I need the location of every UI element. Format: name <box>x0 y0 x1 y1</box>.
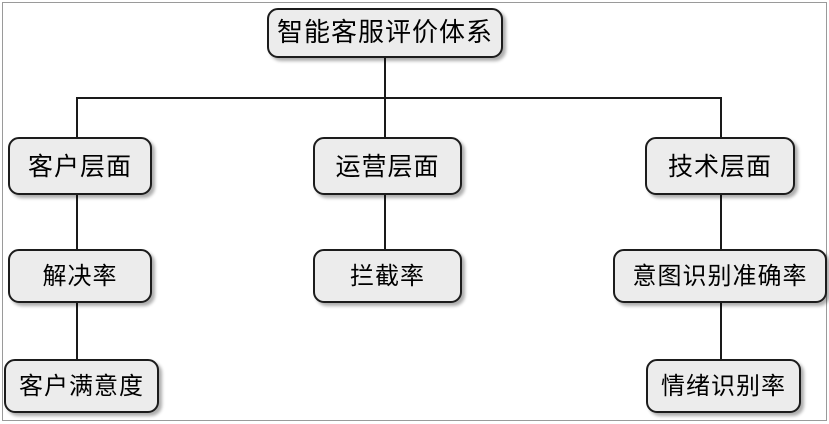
node-emotion-recognition-rate[interactable]: 情绪识别率 <box>646 359 801 413</box>
connector-technology-to-intent-accuracy <box>720 193 722 249</box>
connector-operations-to-interception-rate <box>384 193 386 249</box>
node-customer-level-label: 客户层面 <box>27 151 132 181</box>
node-customer-satisfaction-label: 客户满意度 <box>19 372 144 400</box>
connector-customer-to-resolution-rate <box>76 193 78 249</box>
connector-resolution-rate-to-satisfaction <box>76 303 78 359</box>
node-customer-satisfaction[interactable]: 客户满意度 <box>4 359 159 413</box>
node-technology-level-label: 技术层面 <box>667 151 772 181</box>
node-root[interactable]: 智能客服评价体系 <box>267 8 503 58</box>
node-resolution-rate[interactable]: 解决率 <box>8 249 152 303</box>
node-operations-level-label: 运营层面 <box>335 151 440 181</box>
connector-intent-accuracy-to-emotion-rate <box>720 303 722 359</box>
node-operations-level[interactable]: 运营层面 <box>313 137 462 195</box>
node-customer-level[interactable]: 客户层面 <box>8 137 152 195</box>
connector-to-technology-level <box>720 97 722 138</box>
node-intent-recognition-accuracy-label: 意图识别准确率 <box>632 262 808 290</box>
node-root-label: 智能客服评价体系 <box>276 18 493 48</box>
connector-root-stem <box>384 57 386 99</box>
connector-to-customer-level <box>76 97 78 138</box>
connector-to-operations-level <box>384 97 386 138</box>
node-intent-recognition-accuracy[interactable]: 意图识别准确率 <box>613 249 827 303</box>
connector-horizontal-bus <box>76 97 722 99</box>
node-technology-level[interactable]: 技术层面 <box>645 137 795 195</box>
node-resolution-rate-label: 解决率 <box>42 262 118 290</box>
node-emotion-recognition-rate-label: 情绪识别率 <box>661 372 786 400</box>
node-interception-rate-label: 拦截率 <box>350 262 425 290</box>
node-interception-rate[interactable]: 拦截率 <box>313 249 462 303</box>
